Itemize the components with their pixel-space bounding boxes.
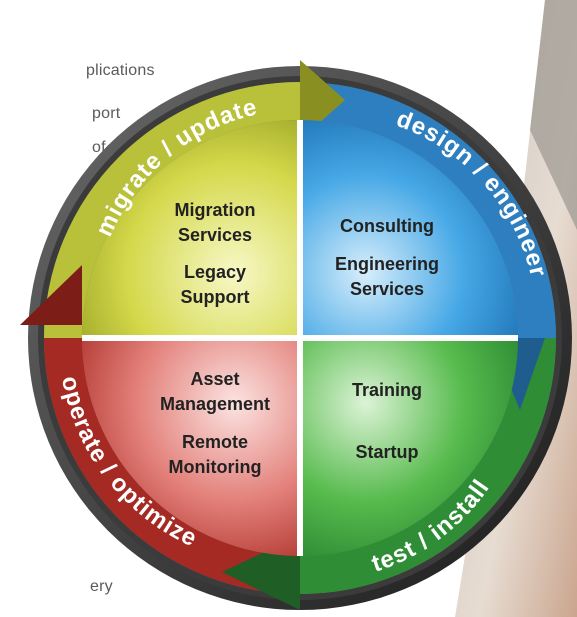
background-text-2: port (92, 105, 121, 122)
background-text-4: ery (90, 578, 113, 595)
quadrant-bl-line4: Monitoring (169, 457, 262, 477)
quadrant-bottom-left (82, 338, 300, 556)
arrow-head-left (20, 265, 82, 325)
quadrant-tl-line3: Legacy (184, 262, 246, 282)
arrow-head-top (300, 60, 345, 140)
quadrant-tr-line2: Engineering (335, 254, 439, 274)
background-text-1: plications (86, 62, 155, 79)
quadrant-top-right (300, 120, 518, 338)
quadrant-tr-line3: Services (350, 279, 424, 299)
quadrant-bl-line1: Asset (190, 369, 239, 389)
quadrant-br-line2: Startup (356, 442, 419, 462)
quadrant-tr-line1: Consulting (340, 216, 434, 236)
quadrant-bottom-right (300, 338, 518, 556)
quadrant-tl-line2: Services (178, 225, 252, 245)
quadrant-bl-line2: Management (160, 394, 270, 414)
quadrant-tl-line4: Support (181, 287, 250, 307)
background-photo-window (530, 0, 577, 230)
quadrant-tl-line1: Migration (175, 200, 256, 220)
quadrant-bl-line3: Remote (182, 432, 248, 452)
quadrant-top-left (82, 120, 300, 338)
quadrant-br-line1: Training (352, 380, 422, 400)
